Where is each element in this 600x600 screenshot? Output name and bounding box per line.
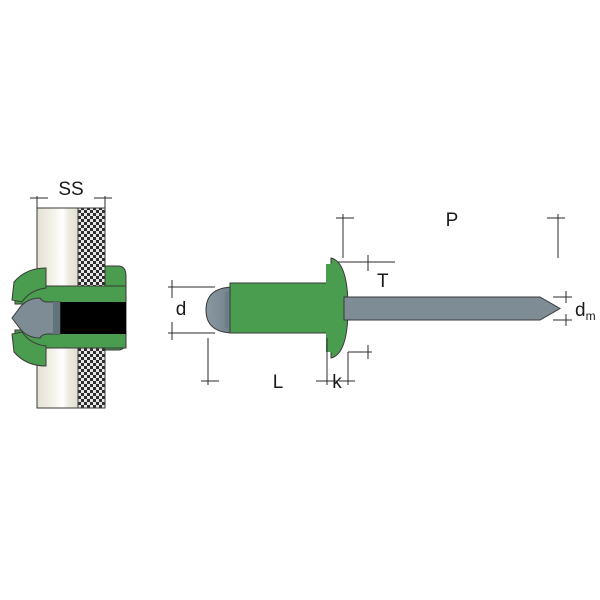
dimension-label-k: k bbox=[332, 372, 342, 393]
rivet-upset-head-upper bbox=[11, 267, 47, 303]
dimension-label-t: T bbox=[377, 271, 389, 292]
retained-mandrel-head-shadow bbox=[53, 302, 60, 334]
dimension-ss: SS bbox=[30, 179, 112, 212]
sheet-hatched-upper bbox=[77, 207, 106, 287]
rivet-flange-green-body bbox=[326, 264, 334, 352]
rivet-shank-green bbox=[229, 282, 332, 334]
sheet-hatched-lower bbox=[77, 345, 106, 409]
dimension-label-dm-base: d bbox=[575, 300, 586, 321]
mandrel-shaft bbox=[343, 296, 562, 321]
dimension-k: k bbox=[322, 345, 372, 393]
retained-mandrel-head bbox=[11, 297, 61, 339]
dimension-label-dm: dm bbox=[575, 300, 596, 323]
dimension-label-p: P bbox=[446, 210, 459, 231]
dimension-t: T bbox=[332, 255, 395, 292]
dimension-label-dm-subscript: m bbox=[586, 309, 596, 323]
rivet-bore-cavity bbox=[60, 302, 126, 334]
dimension-l: L bbox=[201, 338, 334, 393]
installed-section-view: SS bbox=[11, 179, 127, 409]
rivet-upset-head-lower bbox=[11, 331, 47, 367]
dimension-dm: dm bbox=[553, 291, 596, 326]
dimension-p: P bbox=[336, 210, 565, 258]
dimension-d: d bbox=[168, 280, 215, 340]
dimension-label-l: L bbox=[273, 372, 284, 393]
dimension-label-ss: SS bbox=[58, 179, 83, 200]
dimension-label-d: d bbox=[176, 299, 187, 320]
rivet-profile-view: P T d bbox=[168, 210, 596, 393]
